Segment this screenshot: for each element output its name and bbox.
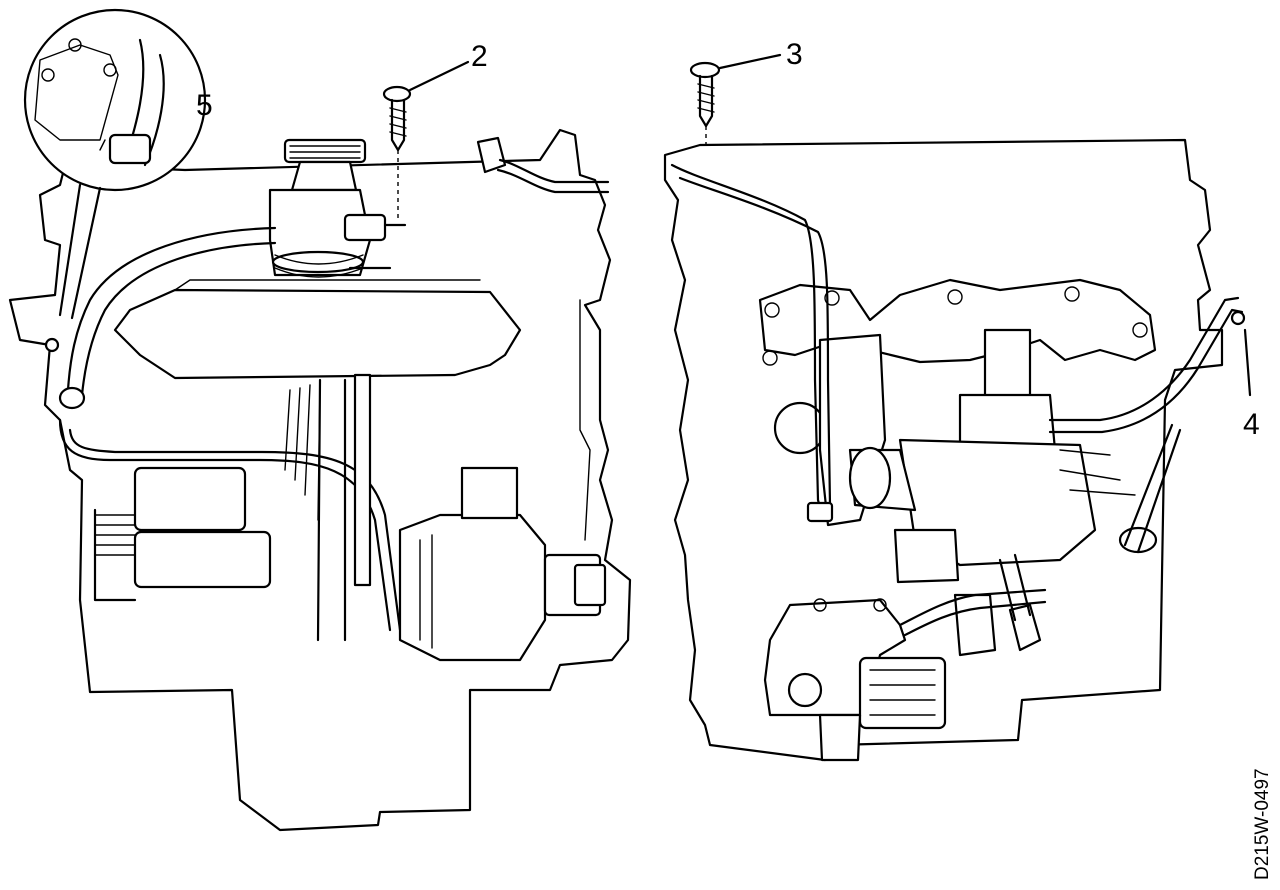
leader-3	[718, 53, 782, 70]
screw-item-3	[689, 61, 721, 150]
left-support-column	[316, 378, 347, 642]
leader-4	[1243, 328, 1252, 397]
oil-filler-cap	[268, 138, 407, 278]
left-block-edge	[579, 299, 591, 541]
callout-2: 2	[471, 40, 488, 73]
alternator	[398, 466, 607, 662]
detail-circle-5	[23, 8, 207, 320]
left-breather-hose	[66, 226, 277, 392]
turbocharger	[773, 328, 1182, 657]
callout-3: 3	[786, 38, 803, 71]
leader-2	[408, 60, 470, 92]
turbo-return-pipe	[1048, 296, 1240, 422]
screw-item-2	[382, 85, 412, 218]
left-engine-outline	[8, 128, 632, 832]
oil-filter	[763, 588, 1047, 762]
figure-id: D215W-0497	[1252, 768, 1273, 880]
callout-4: 4	[1243, 408, 1260, 441]
dipstick-tube	[353, 373, 372, 587]
hose-clamp	[58, 386, 86, 410]
turbo-oil-feed-pipe	[670, 163, 824, 517]
callout-5: 5	[196, 89, 213, 122]
pipe-fitting-4	[1230, 310, 1246, 326]
starter-motor	[93, 466, 272, 602]
left-engine-view	[8, 8, 632, 832]
left-manifold-top	[174, 279, 481, 291]
pipe-bracket	[806, 501, 834, 523]
left-mount-bolt	[44, 337, 60, 353]
left-intake-manifold	[113, 288, 522, 380]
left-sensor-fitting	[476, 136, 610, 194]
right-engine-view	[663, 53, 1252, 762]
